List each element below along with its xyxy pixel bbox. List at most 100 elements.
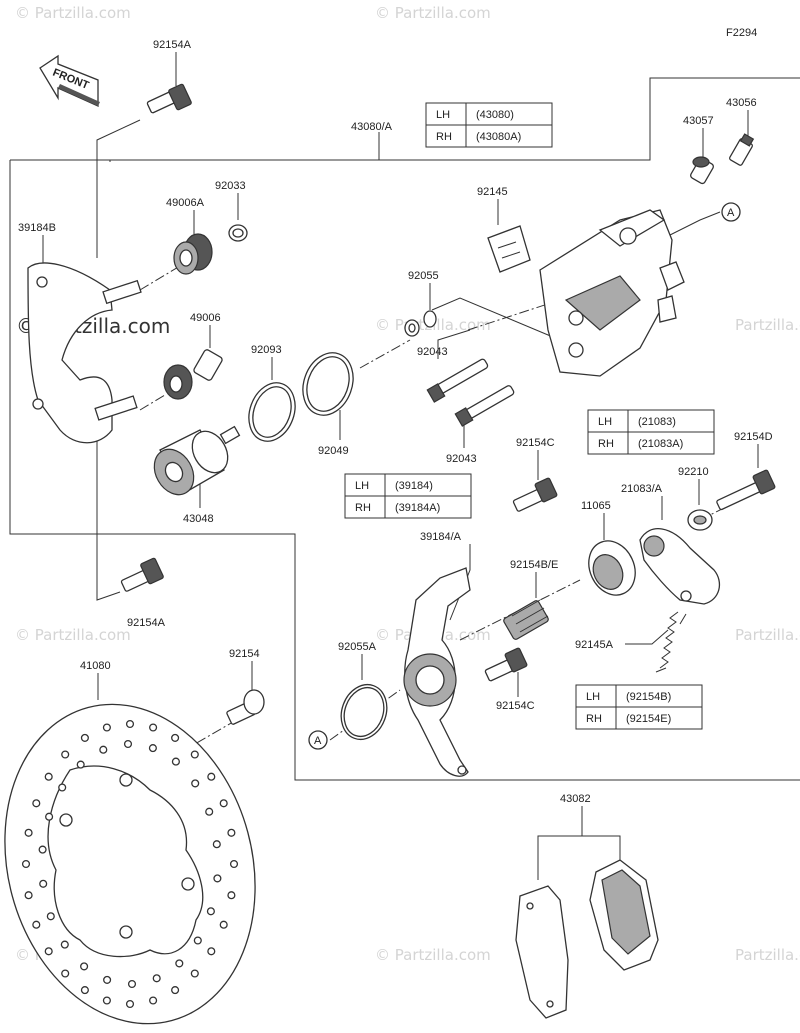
disc-hole (212, 840, 221, 849)
seal-92033 (228, 224, 248, 242)
part-label: 43080/A (351, 121, 393, 133)
disc-hole (61, 750, 70, 759)
lhrh-table-lever: LH (21083) RH (21083A) (587, 409, 715, 455)
table-cell: RH (598, 438, 614, 450)
brake-pad-right (589, 859, 659, 971)
table-cell: RH (586, 713, 602, 725)
seal-92093 (248, 382, 296, 442)
part-label: 92210 (678, 466, 709, 478)
disc-hole (44, 947, 53, 956)
disc-hole (148, 744, 157, 753)
watermark: Partzilla.com (735, 946, 800, 964)
watermark: © Partzilla.com (15, 4, 131, 22)
disc-hole (171, 733, 180, 742)
part-label: 92154D (734, 431, 773, 443)
table-cell: (21083A) (638, 438, 683, 450)
disc-hole (21, 859, 31, 869)
disc-hole (80, 986, 89, 995)
lhrh-table-spring-bolt: LH (92154B) RH (92154E) (575, 684, 703, 730)
disc-hole (32, 799, 41, 808)
disc-hole (80, 962, 89, 971)
pin-92043-b (454, 385, 515, 427)
ref-a-top: A (721, 202, 741, 222)
caliper-body (539, 209, 685, 377)
piston-43048 (153, 425, 241, 496)
disc-hole (190, 750, 199, 759)
bolt-92154a-top (146, 83, 192, 114)
watermark: © Partzilla.com (375, 946, 491, 964)
disc-hole (39, 879, 48, 888)
brake-disc-41080 (4, 703, 256, 1025)
disc-hole (229, 859, 239, 869)
ref-a-bottom: A (308, 730, 328, 750)
disc-hole (125, 719, 135, 729)
part-label: 92154A (153, 39, 192, 51)
bolt-92154a-bottom (120, 557, 164, 592)
assembly-frame (9, 77, 800, 781)
disc-hole (219, 920, 228, 929)
part-label: 43056 (726, 97, 757, 109)
leader-lines (42, 52, 759, 880)
part-label: 21083/A (621, 483, 663, 495)
table-cell: LH (598, 416, 612, 428)
part-label: 92154C (516, 437, 555, 449)
bracket-39184a (403, 567, 471, 777)
part-label: 49006 (190, 312, 221, 324)
part-label: 92154C (496, 700, 535, 712)
brake-pad-left (515, 885, 569, 1019)
disc-hole (38, 845, 47, 854)
bolt-92154c-top (512, 477, 558, 512)
table-cell: LH (586, 691, 600, 703)
bolt-92154 (226, 689, 265, 725)
diagram-code: F2294 (726, 27, 757, 39)
bearing-11065 (588, 540, 636, 596)
disc-hole (193, 936, 202, 945)
disc-hole (207, 772, 216, 781)
table-cell: (92154E) (626, 713, 671, 725)
pin-92043-a (426, 358, 489, 403)
part-label: 41080 (80, 660, 111, 672)
disc-hole (125, 999, 135, 1009)
part-labels: 92154A 43080/A 43056 43057 92033 49006A … (18, 39, 773, 805)
part-label: 43057 (683, 115, 714, 127)
part-label: 49006A (166, 197, 205, 209)
disc-hole (123, 739, 133, 749)
front-arrow-icon: FRONT (39, 54, 100, 108)
disc-hole (219, 799, 228, 808)
bolt-92154be (503, 599, 549, 640)
table-cell: (92154B) (626, 691, 671, 703)
disc-hole (24, 828, 33, 837)
spring-92145a (655, 611, 687, 673)
disc-hole (24, 891, 33, 900)
watermark: Partzilla.com (735, 626, 800, 644)
part-label: 92033 (215, 180, 246, 192)
table-cell: (39184A) (395, 502, 440, 514)
disc-hole (58, 783, 67, 792)
disc-hole (80, 733, 89, 742)
disc-hole (149, 723, 158, 732)
watermark: Partzilla.com (735, 316, 800, 334)
part-label: 43048 (183, 513, 214, 525)
disc-hole (149, 996, 158, 1005)
oring-92055a (340, 683, 388, 741)
table-cell: (21083) (638, 416, 676, 428)
clip-92145 (487, 225, 531, 273)
disc-hole (103, 975, 112, 984)
disc-hole (175, 959, 184, 968)
washer-92210 (687, 509, 713, 531)
part-label: 92154B/E (510, 559, 558, 571)
ref-label: A (727, 207, 735, 219)
disc-hole (206, 907, 215, 916)
disc-holes (21, 719, 239, 1009)
table-cell: (39184) (395, 480, 433, 492)
bracket-39184b (27, 262, 142, 444)
bushing-49006 (163, 349, 223, 400)
part-label: 92145A (575, 639, 614, 651)
part-label: 92154 (229, 648, 260, 660)
part-label: 92055 (408, 270, 439, 282)
bushing-49006a (173, 233, 213, 275)
part-label: 39184B (18, 222, 56, 234)
disc-hole (76, 760, 85, 769)
table-cell: LH (436, 109, 450, 121)
